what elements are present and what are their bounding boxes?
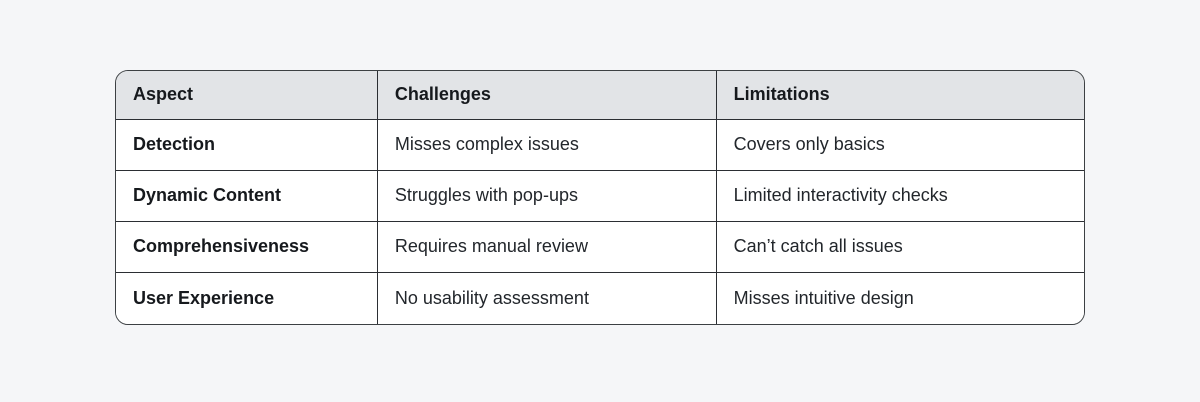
- table-row: Detection Misses complex issues Covers o…: [116, 118, 1084, 171]
- table-row: User Experience No usability assessment …: [116, 272, 1084, 324]
- table-body: Detection Misses complex issues Covers o…: [116, 118, 1084, 324]
- column-header-challenges: Challenges: [376, 71, 717, 120]
- table-row: Dynamic Content Struggles with pop-ups L…: [116, 169, 1084, 223]
- comparison-table-container: Aspect Challenges Limitations Detection …: [115, 70, 1085, 325]
- table-header: Aspect Challenges Limitations: [116, 71, 1084, 120]
- cell-aspect: User Experience: [116, 272, 378, 324]
- cell-aspect: Dynamic Content: [116, 169, 378, 223]
- cell-challenge: Misses complex issues: [376, 118, 717, 171]
- cell-challenge: Requires manual review: [376, 220, 717, 274]
- header-row: Aspect Challenges Limitations: [116, 71, 1084, 120]
- column-header-limitations: Limitations: [715, 71, 1084, 120]
- column-header-aspect: Aspect: [116, 71, 378, 120]
- comparison-table: Aspect Challenges Limitations Detection …: [116, 71, 1084, 324]
- cell-challenge: No usability assessment: [376, 272, 717, 324]
- cell-limitation: Covers only basics: [715, 118, 1084, 171]
- cell-aspect: Comprehensiveness: [116, 220, 378, 274]
- cell-aspect: Detection: [116, 118, 378, 171]
- table-row: Comprehensiveness Requires manual review…: [116, 220, 1084, 274]
- cell-limitation: Misses intuitive design: [715, 272, 1084, 324]
- cell-challenge: Struggles with pop-ups: [376, 169, 717, 223]
- cell-limitation: Can’t catch all issues: [715, 220, 1084, 274]
- cell-limitation: Limited interactivity checks: [715, 169, 1084, 223]
